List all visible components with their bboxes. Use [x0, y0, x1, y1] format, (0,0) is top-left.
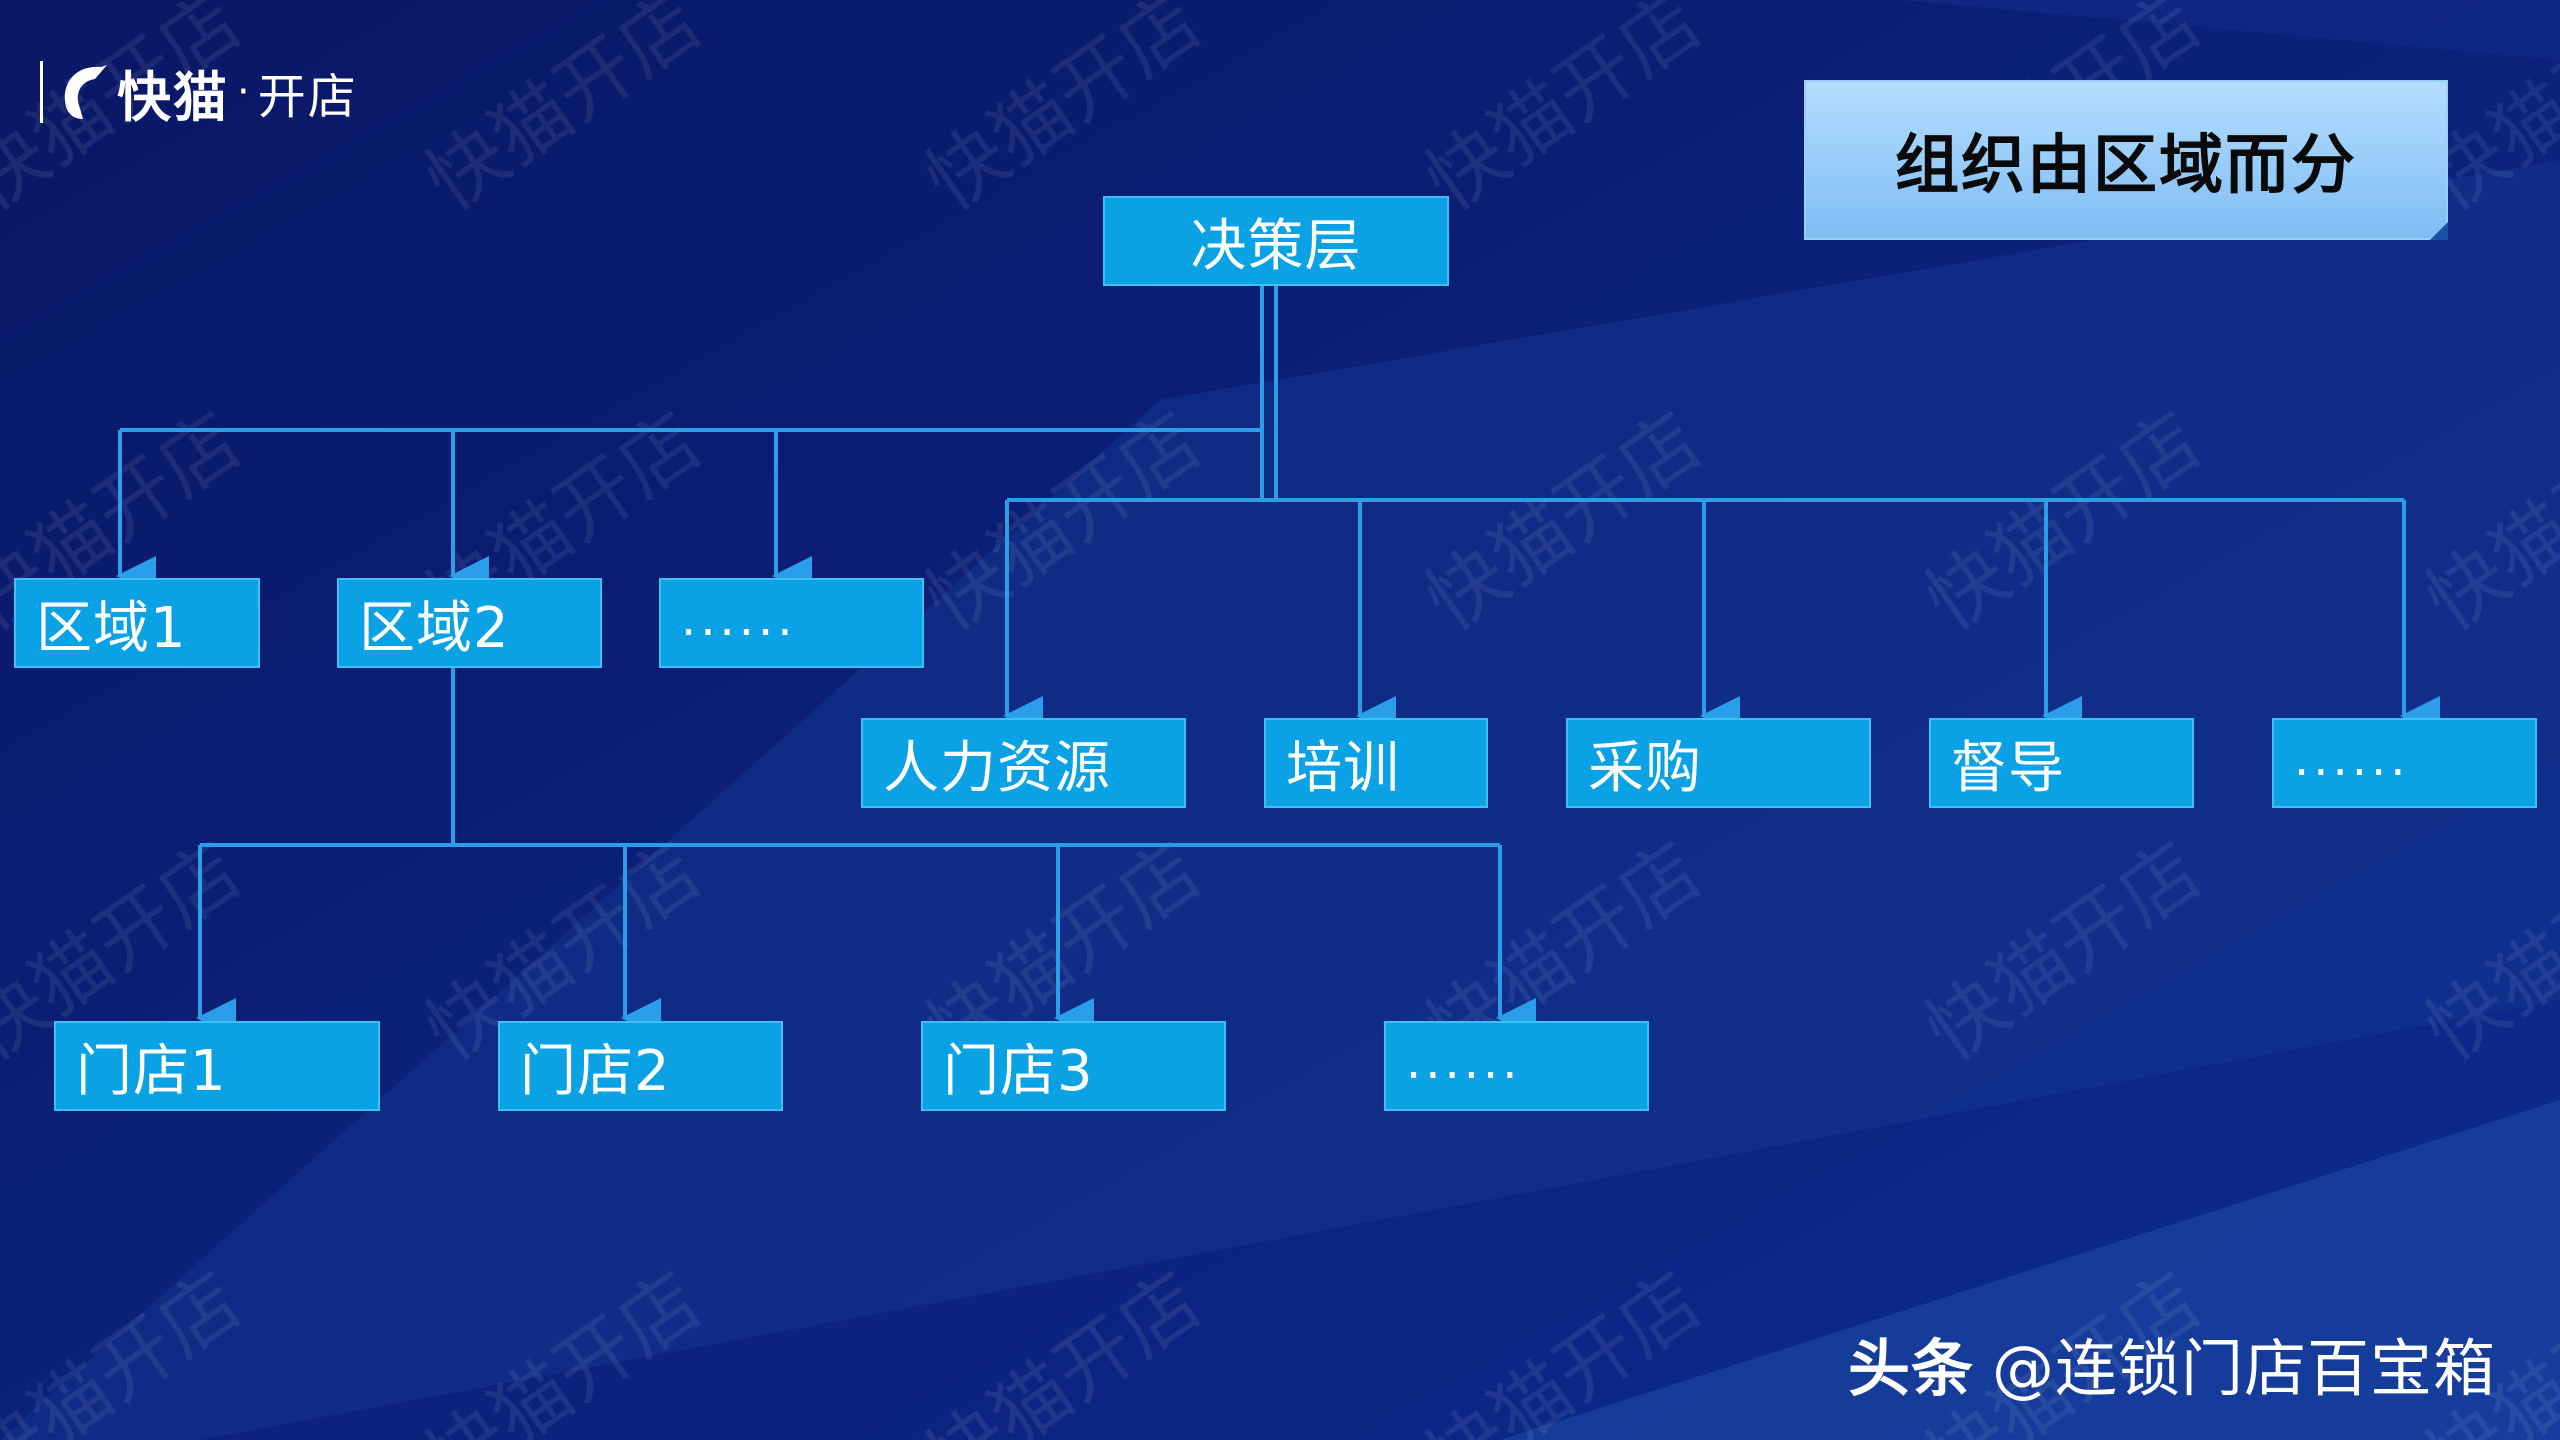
title-fold-corner	[2430, 222, 2448, 240]
slide-title: 组织由区域而分	[1804, 80, 2448, 240]
brand-logo: 快猫 · 开店	[40, 52, 358, 132]
logo-bar	[40, 61, 43, 123]
node-function-supervision: 督导	[1929, 718, 2194, 808]
footer-source: 头条	[1848, 1332, 1975, 1405]
brand-separator: ·	[237, 69, 250, 115]
footer-handle: @连锁门店百宝箱	[1992, 1332, 2497, 1405]
node-store-1: 门店1	[54, 1021, 380, 1111]
node-store-2: 门店2	[498, 1021, 783, 1111]
brand-subtitle: 开店	[257, 69, 358, 125]
node-function-training: 培训	[1264, 718, 1488, 808]
node-root: 决策层	[1103, 196, 1449, 286]
node-function-more: ......	[2272, 718, 2537, 808]
cat-logo-icon	[57, 61, 111, 123]
footer-credit: 头条@连锁门店百宝箱	[1848, 1318, 2496, 1408]
node-store-more: ......	[1384, 1021, 1649, 1111]
node-function-purchasing: 采购	[1566, 718, 1871, 808]
node-region-2: 区域2	[337, 578, 602, 668]
node-store-3: 门店3	[921, 1021, 1226, 1111]
node-region-more: ......	[659, 578, 924, 668]
node-region-1: 区域1	[14, 578, 260, 668]
node-function-hr: 人力资源	[861, 718, 1186, 808]
brand-name: 快猫	[117, 65, 229, 129]
